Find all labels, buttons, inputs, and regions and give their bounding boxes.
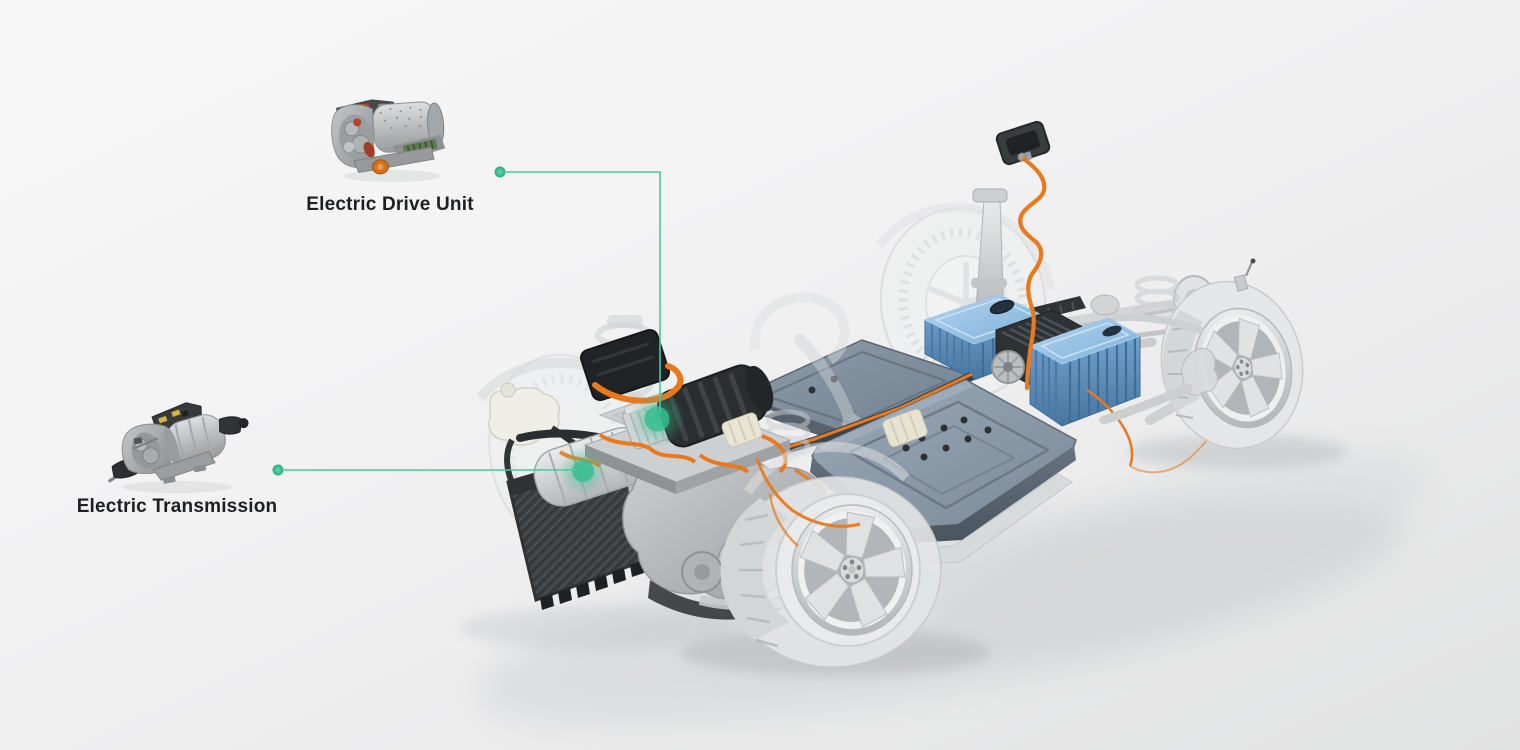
rear-knuckle	[1181, 348, 1219, 396]
inverter-box	[1028, 317, 1142, 427]
front-right-wheel	[720, 441, 942, 668]
battery-bolts	[902, 416, 992, 461]
junction-box-right	[882, 408, 928, 448]
wheel-arch-cable	[755, 457, 861, 547]
rear-motor-disc	[991, 350, 1025, 384]
junction-box-left	[721, 412, 763, 448]
component-highlight-transmission	[559, 447, 607, 495]
wheel-spokes	[799, 511, 906, 628]
rear-left-wheel	[1099, 258, 1304, 450]
tire-valve	[1233, 258, 1256, 292]
wheel-spokes	[1204, 318, 1283, 418]
tire-tread	[739, 513, 779, 648]
charge-cable	[1018, 156, 1047, 391]
radiator-mounts	[540, 561, 644, 610]
callout-label-electric-drive-unit: Electric Drive Unit	[306, 194, 474, 215]
control-box	[580, 328, 670, 402]
charge-port	[995, 120, 1051, 391]
rear-suspension-strut	[971, 188, 1008, 325]
electric-drive-unit-thumbnail	[331, 99, 446, 182]
callout-label-electric-transmission: Electric Transmission	[76, 496, 278, 517]
component-highlight-drive-unit	[629, 391, 685, 447]
electric-transmission-thumbnail	[107, 402, 249, 493]
